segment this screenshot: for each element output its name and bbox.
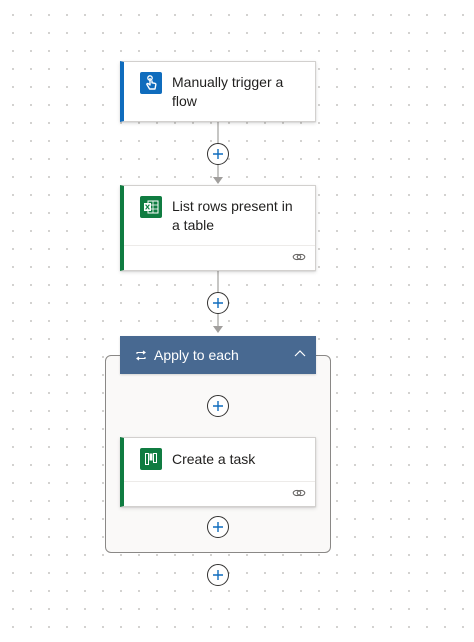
step-title: Manually trigger a flow: [172, 74, 284, 109]
step-card-manual-trigger[interactable]: Manually trigger a flow: [120, 61, 316, 122]
plus-icon: [213, 298, 223, 308]
connector-arrow: [213, 177, 223, 184]
link-icon[interactable]: [292, 251, 306, 263]
plus-icon: [213, 149, 223, 159]
card-header: Create a task: [124, 438, 315, 470]
plus-icon: [213, 570, 223, 580]
apply-to-each-header[interactable]: Apply to each: [120, 336, 316, 374]
step-title: Create a task: [172, 451, 256, 467]
card-header: Manually trigger a flow: [124, 62, 315, 111]
plus-icon: [213, 401, 223, 411]
planner-icon: [140, 448, 162, 470]
insert-step-button[interactable]: [207, 292, 229, 314]
insert-step-button[interactable]: [207, 395, 229, 417]
step-card-list-rows[interactable]: List rows present in a table: [120, 185, 316, 271]
scope-title: Apply to each: [154, 347, 239, 363]
chevron-up-icon[interactable]: [294, 349, 306, 357]
step-card-create-task[interactable]: Create a task: [120, 437, 316, 507]
link-icon[interactable]: [292, 487, 306, 499]
insert-step-button[interactable]: [207, 143, 229, 165]
touch-hand-icon: [140, 72, 162, 94]
step-title: List rows present in a table: [172, 198, 293, 233]
new-step-button[interactable]: [207, 564, 229, 586]
card-footer: [124, 481, 315, 506]
excel-icon: [140, 196, 162, 218]
plus-icon: [213, 522, 223, 532]
loop-icon: [136, 350, 146, 360]
card-footer: [124, 245, 315, 270]
card-header: List rows present in a table: [124, 186, 315, 235]
connector-arrow: [213, 326, 223, 333]
insert-step-button[interactable]: [207, 516, 229, 538]
